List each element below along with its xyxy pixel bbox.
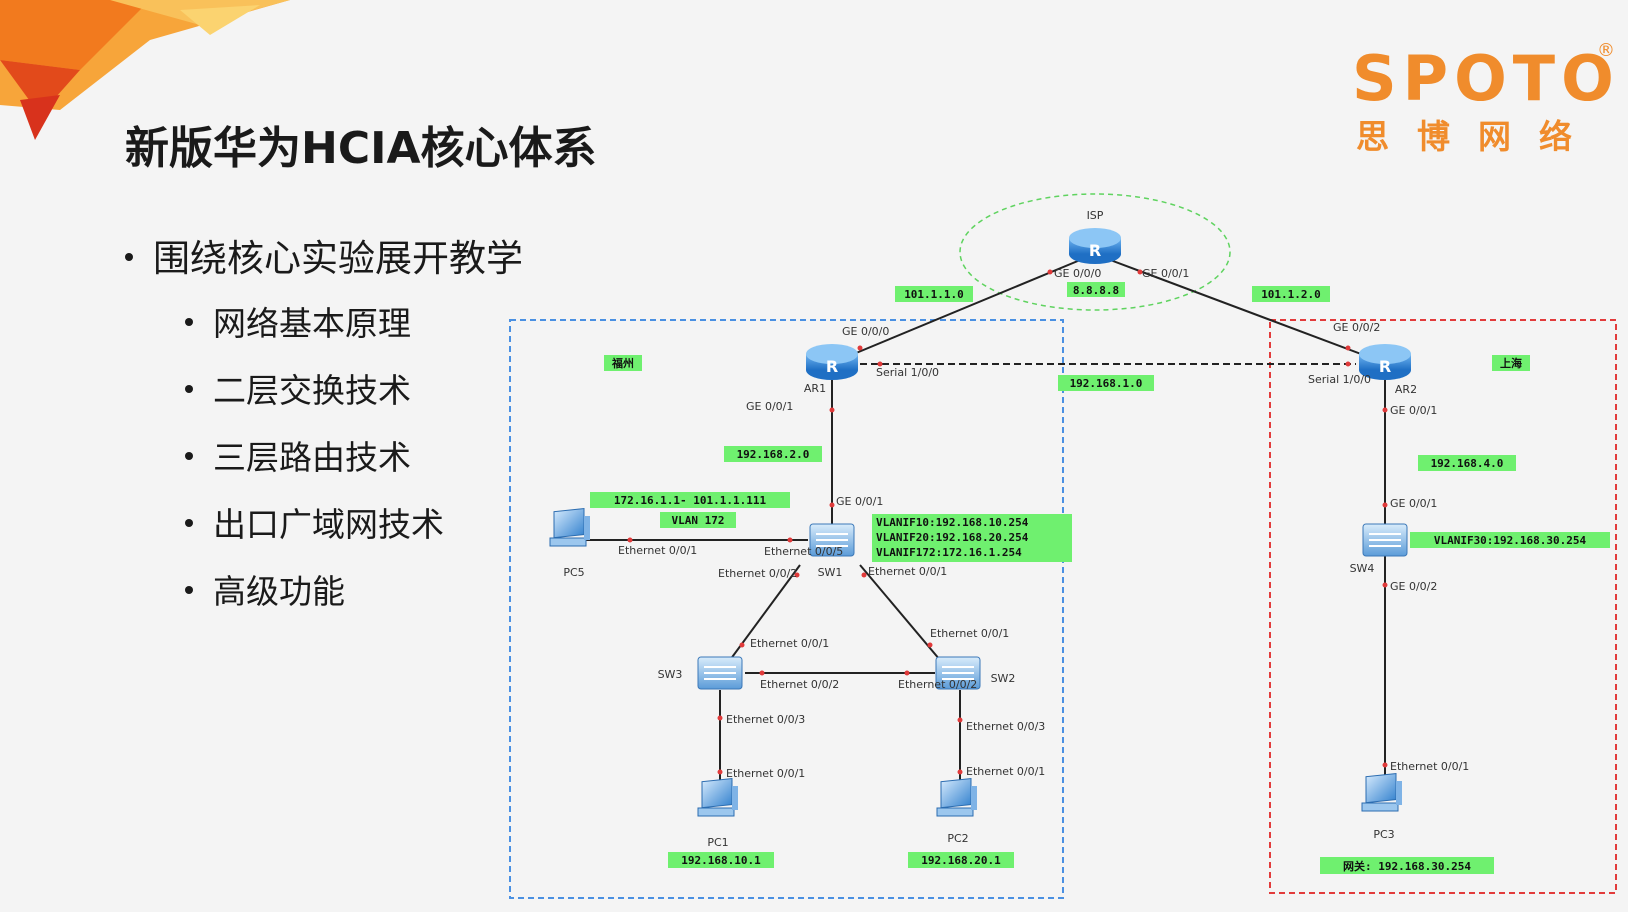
subnet-serial: 192.168.1.0 [1070,377,1143,390]
port-label: Ethernet 0/0/1 [618,544,697,557]
sub-bullet-text: 网络基本原理 [213,304,411,343]
sw1-vlanif-20: VLANIF20:192.168.20.254 [876,531,1029,544]
ar1-label: AR1 [804,382,826,395]
port-label: Ethernet 0/0/1 [750,637,829,650]
pc1-label: PC1 [707,836,728,849]
port-label: GE 0/0/2 [1390,580,1437,593]
green-labels: 101.1.1.0 101.1.2.0 8.8.8.8 福州 上海 192.16… [590,282,1610,874]
port-label: GE 0/0/1 [1390,404,1437,417]
logo-brand: SPOTO [1352,42,1620,115]
link-sw1-sw2 [859,564,941,661]
isp-router-icon [1069,228,1121,264]
port-label: GE 0/0/0 [842,325,889,338]
subnet-isp-ar2: 101.1.2.0 [1261,288,1321,301]
port-label: Ethernet 0/0/2 [718,567,797,580]
bullet-dot [185,384,193,393]
port-label: Ethernet 0/0/2 [898,678,977,691]
logo-reg-mark: ® [1597,40,1615,61]
sw1-vlanif-10: VLANIF10:192.168.10.254 [876,516,1029,529]
logo-chinese: 思博网络 [1356,117,1600,156]
pc3-gateway: 网关: 192.168.30.254 [1343,859,1471,873]
isp-area [959,193,1231,311]
sw1-label: SW1 [818,566,843,579]
subnet-ar1-sw1: 192.168.2.0 [737,448,810,461]
link-isp-ar2 [1104,257,1386,364]
port-label: Ethernet 0/0/5 [764,545,843,558]
sub-bullet: 网络基本原理 [185,297,411,345]
sw4-vlanif-30: VLANIF30:192.168.30.254 [1434,534,1587,547]
sw1-vlanif-172: VLANIF172:172.16.1.254 [876,546,1022,559]
pc2-computer-icon [936,778,978,817]
port-label: Serial 1/0/0 [876,366,939,379]
port-label: Ethernet 0/0/3 [966,720,1045,733]
port-label: GE 0/0/2 [1333,321,1380,334]
port-label: GE 0/0/1 [1142,267,1189,280]
main-bullet-text: 围绕核心实验展开教学 [153,237,523,280]
sw3-switch-icon [697,656,743,690]
sw4-label: SW4 [1350,562,1375,575]
fuzhou-area [509,319,1064,899]
sub-bullet: 高级功能 [185,565,345,613]
port-labels: GE 0/0/0 GE 0/0/1 GE 0/0/0 Serial 1/0/0 … [618,267,1469,780]
port-label: GE 0/0/0 [1054,267,1101,280]
port-label: GE 0/0/1 [836,495,883,508]
sub-bullet: 二层交换技术 [185,364,411,412]
bullet-dot [125,252,133,261]
sub-bullet-text: 高级功能 [213,572,345,611]
pc3-computer-icon [1361,773,1403,812]
sub-bullet: 出口广域网技术 [185,498,444,546]
bullet-dot [185,518,193,527]
port-label: Ethernet 0/0/1 [726,767,805,780]
sub-bullet-text: 出口广域网技术 [213,505,444,544]
isp-label: ISP [1087,209,1104,222]
sub-bullet-text: 二层交换技术 [213,371,411,410]
port-label: Serial 1/0/0 [1308,373,1371,386]
port-label: Ethernet 0/0/3 [726,713,805,726]
vlan-label: VLAN 172 [672,514,725,527]
sw4-switch-icon [1362,523,1408,557]
port-label: Ethernet 0/0/1 [966,765,1045,778]
sw2-label: SW2 [991,672,1016,685]
sub-bullet-text: 三层路由技术 [213,438,411,477]
port-label: Ethernet 0/0/1 [1390,760,1469,773]
bullet-dot [185,317,193,326]
slide-title: 新版华为HCIA核心体系 [125,123,597,174]
pc2-label: PC2 [947,832,968,845]
bullet-dot [185,585,193,594]
port-label: Ethernet 0/0/2 [760,678,839,691]
pc5-computer-icon [549,508,591,547]
ar1-router-icon [806,344,858,380]
corner-decoration [0,0,290,140]
pc5-label: PC5 [563,566,584,579]
port-label: Ethernet 0/0/1 [930,627,1009,640]
port-dots [627,269,1388,775]
port-label: GE 0/0/1 [746,400,793,413]
area-shanghai-label: 上海 [1500,356,1522,370]
sub-bullet: 三层路由技术 [185,431,411,479]
pc3-label: PC3 [1373,828,1394,841]
port-label: GE 0/0/1 [1390,497,1437,510]
main-bullet: 围绕核心实验展开教学 [125,228,523,282]
bullet-dot [185,451,193,460]
shanghai-area [1269,319,1617,894]
pc1-ip: 192.168.10.1 [681,854,761,867]
pc2-ip: 192.168.20.1 [921,854,1001,867]
link-isp-ar1 [831,257,1086,364]
isp-loopback: 8.8.8.8 [1073,284,1119,297]
port-label: Ethernet 0/0/1 [868,565,947,578]
sw3-label: SW3 [658,668,683,681]
nat-mapping: 172.16.1.1- 101.1.1.111 [614,494,767,507]
area-fuzhou-label: 福州 [611,356,634,370]
ar2-label: AR2 [1395,383,1417,396]
subnet-ar2-sw4: 192.168.4.0 [1431,457,1504,470]
pc1-computer-icon [697,778,739,817]
subnet-isp-ar1: 101.1.1.0 [904,288,964,301]
